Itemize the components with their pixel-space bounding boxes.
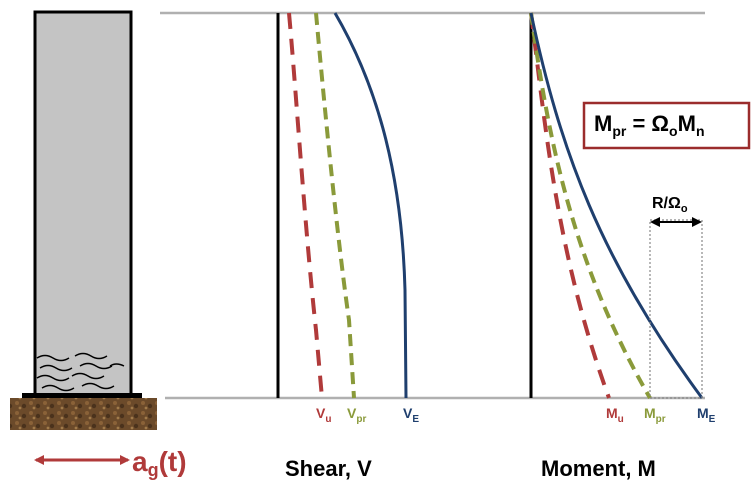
column <box>33 10 133 399</box>
moment-curve-mpr <box>529 12 652 400</box>
shear-curve-vpr <box>314 12 356 399</box>
shear-title: Shear, V <box>285 456 372 481</box>
moment-label-mu: Mu <box>606 405 624 425</box>
equation-box <box>582 101 751 150</box>
moment-label-me: ME <box>697 405 716 425</box>
soil-block <box>10 398 157 430</box>
shear-curve-ve <box>333 12 408 399</box>
ratio-label: R/Ωo <box>652 195 688 215</box>
ratio-box <box>649 219 703 399</box>
moment-label-mpr: Mpr <box>644 405 666 425</box>
shear-label-ve: VE <box>403 405 419 425</box>
ground-motion-label: ag(t) <box>132 446 187 480</box>
moment-curve-me <box>529 12 704 399</box>
shear-label-vpr: Vpr <box>347 405 366 425</box>
shear-curve-vu <box>287 12 324 399</box>
equation-text: Mpr = ΩoMn <box>594 111 705 139</box>
base-plate <box>22 393 142 398</box>
shear-label-vu: Vu <box>316 405 331 425</box>
crack-marks <box>36 352 125 392</box>
moment-title: Moment, M <box>541 456 656 481</box>
